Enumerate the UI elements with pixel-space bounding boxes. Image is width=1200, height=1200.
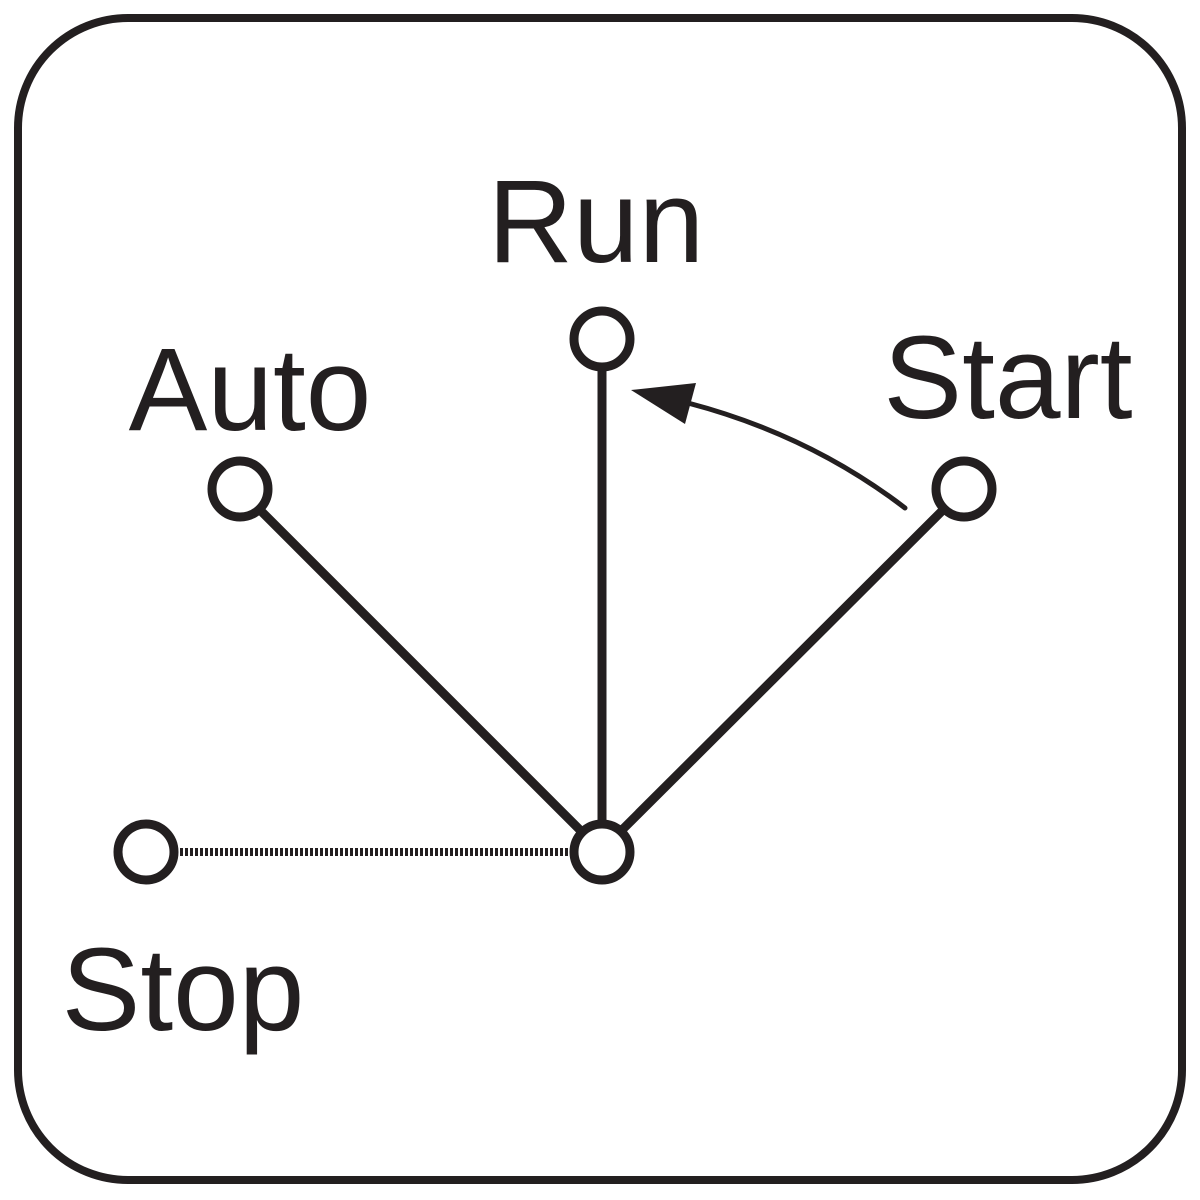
- node-pivot: [569, 819, 635, 885]
- node-start: [931, 456, 997, 522]
- rotation-arrow-arc: [685, 400, 908, 511]
- rotation-arrowhead: [631, 383, 696, 424]
- label-auto: Auto: [129, 324, 372, 456]
- node-auto: [207, 456, 273, 522]
- label-run: Run: [488, 156, 704, 288]
- line-pivot-to-start: [618, 505, 948, 834]
- node-run: [569, 306, 635, 372]
- line-pivot-to-auto: [255, 505, 584, 834]
- label-stop: Stop: [62, 924, 305, 1056]
- node-stop: [113, 819, 179, 885]
- label-start: Start: [883, 312, 1132, 444]
